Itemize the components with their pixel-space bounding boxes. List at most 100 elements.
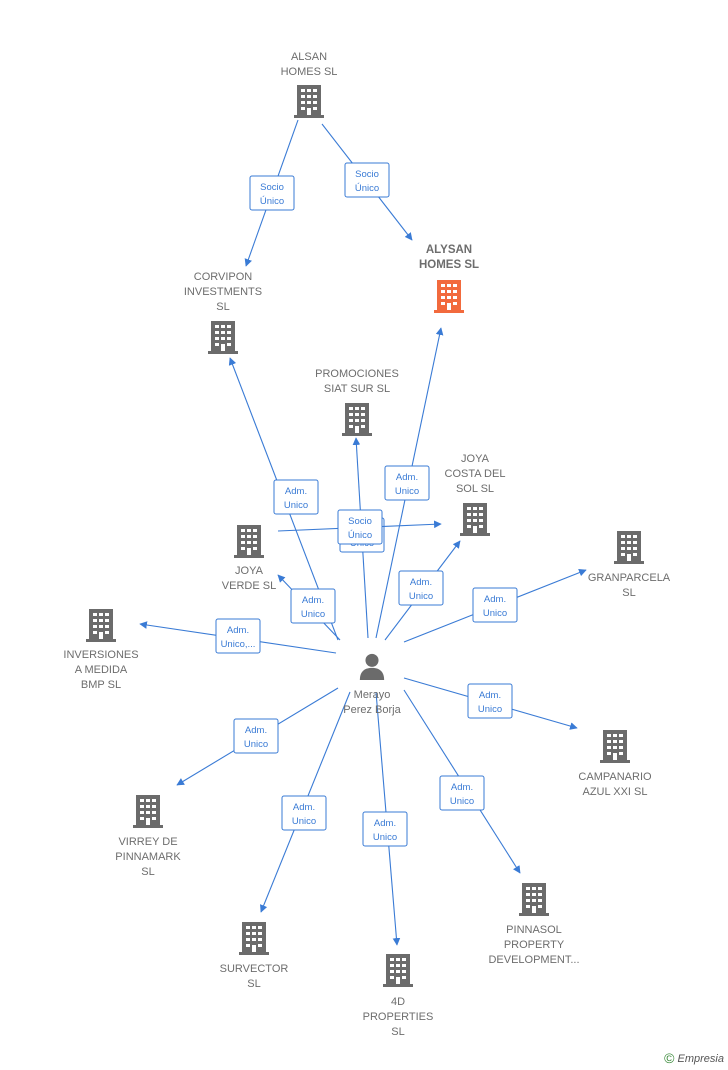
node-label: BMP SL <box>81 679 121 691</box>
node-inversiones[interactable]: INVERSIONES A MEDIDA BMP SL <box>63 609 139 691</box>
edges-layer: SocioÚnicoSocioÚnicoAdm.UnicoAdm.UnicoAd… <box>139 119 587 946</box>
relation-label: Unico <box>450 796 474 807</box>
node-label: VERDE SL <box>222 580 276 592</box>
relation-label: Único <box>260 196 284 207</box>
building-icon <box>614 531 644 564</box>
relation-label: Adm. <box>302 595 324 606</box>
building-icon <box>208 321 238 354</box>
edge-person-to-granparcela: Adm. Unico <box>403 568 587 643</box>
relation-badge[interactable] <box>290 588 336 624</box>
node-label: CORVIPON <box>194 271 253 283</box>
relation-badge[interactable] <box>233 718 279 754</box>
edge-person-to-inversiones: Adm. Unico,... <box>139 618 337 654</box>
building-icon <box>383 954 413 987</box>
relation-badge[interactable] <box>249 175 295 211</box>
relation-label: Socio <box>348 516 372 527</box>
node-label: AZUL XXI SL <box>582 786 647 798</box>
node-label: HOMES SL <box>419 259 479 271</box>
building-icon <box>434 280 464 313</box>
copyright-icon: © <box>664 1050 675 1066</box>
edge-person-to-joyaverde: Adm. Unico <box>277 574 341 641</box>
node-label: SL <box>391 1026 404 1038</box>
edge-person-to-alysan: Adm. Unico <box>375 327 444 639</box>
node-label: JOYA <box>461 453 490 465</box>
relation-label: Unico <box>409 591 433 602</box>
relation-label: Unico <box>284 500 308 511</box>
relation-label: Adm. <box>285 486 307 497</box>
node-label: HOMES SL <box>281 66 338 78</box>
edge-person-to-survector: Adm. Unico <box>260 691 351 913</box>
relation-badge[interactable] <box>398 570 444 606</box>
relation-label: Socio <box>260 182 284 193</box>
relation-badge[interactable] <box>467 683 513 719</box>
relation-label: Adm. <box>293 802 315 813</box>
relation-label: Único <box>355 183 379 194</box>
node-label: PINNASOL <box>506 924 562 936</box>
relation-badge[interactable] <box>362 811 408 847</box>
building-icon <box>234 525 264 558</box>
relation-badge[interactable] <box>472 587 518 623</box>
node-4d[interactable]: 4D PROPERTIES SL <box>363 954 434 1038</box>
relation-badge[interactable] <box>273 479 319 515</box>
person-icon <box>359 653 385 680</box>
relation-label: Unico <box>292 816 316 827</box>
node-promociones[interactable]: PROMOCIONES SIAT SUR SL <box>315 368 399 436</box>
node-label: ALYSAN <box>426 244 472 256</box>
node-label: GRANPARCELA <box>588 572 671 584</box>
relation-label: Único <box>348 530 372 541</box>
node-label: Merayo <box>354 689 391 701</box>
node-label: CAMPANARIO <box>578 771 652 783</box>
footer-brand: © Empresia <box>664 1050 724 1066</box>
relation-badge[interactable] <box>337 509 383 545</box>
relation-label: Unico <box>373 832 397 843</box>
relation-badge[interactable] <box>215 618 261 654</box>
edge-person-to-joyacosta: Adm.Unico <box>384 540 461 641</box>
node-label: 4D <box>391 996 405 1008</box>
node-campanario[interactable]: CAMPANARIO AZUL XXI SL <box>578 730 652 798</box>
node-label: SOL SL <box>456 483 494 495</box>
relation-label: Unico,... <box>221 639 256 650</box>
relation-label: Adm. <box>484 594 506 605</box>
node-label: SIAT SUR SL <box>324 383 390 395</box>
node-label: ALSAN <box>291 51 327 63</box>
node-label: PROPERTIES <box>363 1011 434 1023</box>
node-alysan[interactable]: ALYSAN HOMES SL <box>419 244 479 313</box>
node-label: INVERSIONES <box>63 649 138 661</box>
relation-badge[interactable] <box>439 775 485 811</box>
relation-label: Unico <box>301 609 325 620</box>
node-label: PROMOCIONES <box>315 368 399 380</box>
node-label: SURVECTOR <box>220 963 289 975</box>
building-icon <box>294 85 324 118</box>
relation-label: Adm. <box>396 472 418 483</box>
relation-label: Unico <box>395 486 419 497</box>
node-pinnasol[interactable]: PINNASOLPROPERTYDEVELOPMENT... <box>488 883 580 966</box>
relation-badge[interactable] <box>281 795 327 831</box>
relation-badge[interactable] <box>384 465 430 501</box>
building-icon <box>239 922 269 955</box>
node-label: SL <box>216 301 229 313</box>
node-label: A MEDIDA <box>75 664 128 676</box>
relation-label: Unico <box>244 739 268 750</box>
relation-label: Adm. <box>374 818 396 829</box>
building-icon <box>460 503 490 536</box>
relation-label: Unico <box>478 704 502 715</box>
relation-badge[interactable] <box>344 162 390 198</box>
building-icon <box>133 795 163 828</box>
building-icon <box>519 883 549 916</box>
relation-label: Adm. <box>227 625 249 636</box>
brand-logo: Empresia <box>677 1053 724 1065</box>
node-alsan[interactable]: ALSAN HOMES SL <box>281 51 338 118</box>
node-label: PROPERTY <box>504 939 565 951</box>
nodes-layer: ALSAN HOMES SL ALYSAN HOMES SL CORVIPONINVES… <box>63 51 670 1038</box>
node-label: VIRREY DE <box>118 836 177 848</box>
